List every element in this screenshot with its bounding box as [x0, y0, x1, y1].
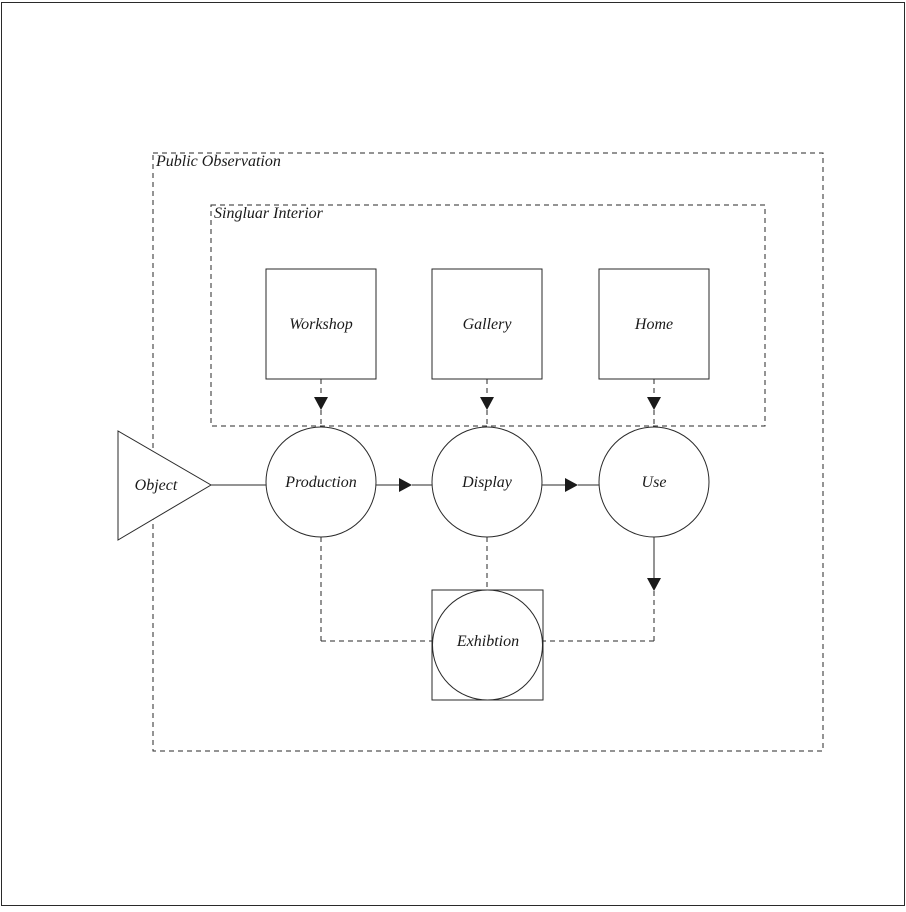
singular-interior-label: Singluar Interior: [214, 205, 324, 222]
workshop-arrowhead: [314, 397, 328, 410]
gallery-box: [431, 268, 543, 380]
home-node: Home: [598, 268, 710, 380]
exhibition-circle: [432, 589, 543, 701]
workshop-box: [265, 268, 377, 380]
workshop-node: Workshop: [265, 268, 377, 380]
display-to-use-arrowhead: [565, 478, 578, 492]
display-node: Display: [431, 426, 543, 538]
object-label: Object: [135, 477, 178, 494]
workshop-label: Workshop: [289, 316, 352, 333]
production-label: Production: [284, 474, 356, 491]
use-down-arrowhead: [647, 578, 661, 591]
gallery-node: Gallery: [431, 268, 543, 380]
exhibition-node: Exhibtion: [431, 589, 544, 701]
gallery-label: Gallery: [463, 316, 513, 333]
object-triangle: [117, 430, 212, 541]
home-arrowhead: [647, 397, 661, 410]
production-node: Production: [265, 426, 377, 538]
production-to-display-arrowhead: [399, 478, 412, 492]
use-label: Use: [642, 474, 667, 491]
exhibition-label: Exhibtion: [456, 633, 519, 650]
gallery-arrowhead: [480, 397, 494, 410]
display-label: Display: [461, 474, 513, 491]
home-box: [598, 268, 710, 380]
home-label: Home: [634, 316, 673, 333]
object-node: Object: [117, 430, 212, 541]
use-node: Use: [598, 426, 710, 538]
public-observation-label: Public Observation: [155, 153, 281, 170]
